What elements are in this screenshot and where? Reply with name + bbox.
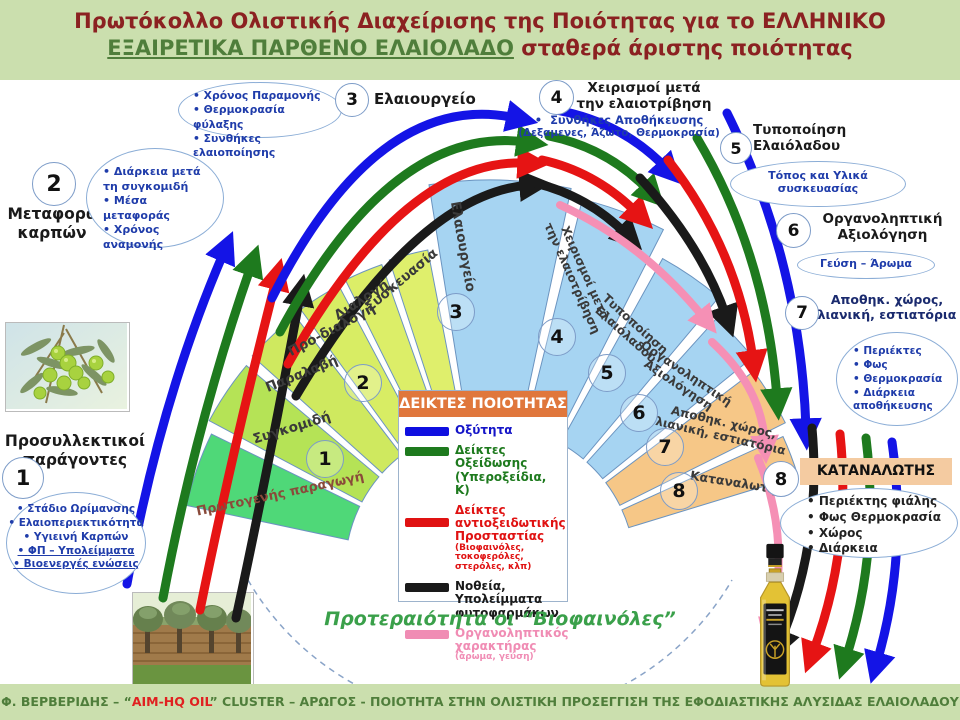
stage-4-circle: 4 bbox=[539, 80, 574, 115]
slide-title-line2: ΕΞΑΙΡΕΤΙΚΑ ΠΑΡΘΕΝΟ ΕΛΑΙΟΛΑΔΟ σταθερά άρι… bbox=[0, 35, 960, 62]
stage-1-circle: 1 bbox=[2, 457, 44, 499]
stage-6-bubble: Γεύση – Άρωμα bbox=[797, 251, 935, 279]
stage-4-bullet-1: • Συνθήκες Αποθήκευσης bbox=[534, 113, 704, 127]
olive-oil-bottle-photo bbox=[746, 542, 804, 688]
stage-3-label: Ελαιουργείο bbox=[374, 90, 476, 108]
quality-indicators-legend: ΔΕΙΚΤΕΣ ΠΟΙΟΤΗΤΑΣ Οξύτητα Δείκτες Οξείδω… bbox=[398, 390, 568, 662]
process-wheel bbox=[186, 179, 799, 541]
stage-4-notes: • Συνθήκες Αποθήκευσης (Δεξαμενες, Άζωτο… bbox=[516, 113, 722, 139]
legend-bar-red bbox=[405, 517, 449, 527]
slide-title-highlight: ΕΞΑΙΡΕΤΙΚΑ ΠΑΡΘΕΝΟ ΕΛΑΙΟΛΑΔΟ bbox=[107, 36, 514, 61]
legend-item-adulteration: Νοθεία, Υπολείμματα φυτοφαρμάκων bbox=[405, 580, 563, 620]
stage-7-bubble: Περιέκτες Φως Θερμοκρασία Διάρκεια αποθή… bbox=[836, 332, 958, 426]
footer-band: Φ. ΒΕΡΒΕΡΙΔΗΣ – “AIM-HQ OIL” CLUSTER – Α… bbox=[0, 684, 960, 720]
legend-bar-green bbox=[405, 447, 449, 457]
priority-note: Προτεραιότητα οι “Βιοφαινόλες” bbox=[324, 608, 676, 630]
stage-3-bullets: Χρόνος Παραμονής Θερμοκρασία φύλαξης Συν… bbox=[193, 89, 335, 160]
stage-5-note: Τόπος και Υλικά συσκευασίας bbox=[768, 169, 868, 195]
consumer-header-box: ΚΑΤΑΝΑΛΩΤΗΣ bbox=[800, 458, 952, 485]
legend-item-oxidation: Δείκτες Οξείδωσης (Υπεροξείδια, Κ) bbox=[405, 444, 563, 497]
legend-item-organoleptic: Οργανοληπτικός χαρακτήρας (άρωμα, γεύση) bbox=[405, 626, 568, 663]
wheel-number-7: 7 bbox=[646, 428, 684, 466]
stage-5-label: Τυποποίηση Ελαιόλαδου bbox=[753, 122, 847, 155]
stage-6-label: Οργανοληπτική Αξιολόγηση bbox=[822, 211, 943, 244]
legend-header: ΔΕΙΚΤΕΣ ΠΟΙΟΤΗΤΑΣ bbox=[399, 391, 567, 417]
stage-5-circle: 5 bbox=[720, 132, 752, 164]
title-band: Πρωτόκολλο Ολιστικής Διαχείρισης της Ποι… bbox=[0, 0, 960, 80]
stage-2-label: Μεταφορά καρπών bbox=[7, 205, 97, 242]
legend-bar-blue bbox=[405, 427, 449, 436]
wheel-number-1: 1 bbox=[306, 440, 344, 478]
legend-bar-black bbox=[405, 583, 449, 593]
wheel-number-3: 3 bbox=[437, 293, 475, 331]
legend-item-acidity: Οξύτητα bbox=[405, 423, 563, 437]
stage-7-label: Αποθηκ. χώρος, λιανική, εστιατόρια bbox=[817, 292, 957, 322]
stage-1-bubble: Στάδιο Ωρίμανσης Ελαιοπεριεκτικότητα Υγι… bbox=[6, 492, 146, 594]
wheel-number-4: 4 bbox=[538, 318, 576, 356]
wheel-number-6: 6 bbox=[620, 394, 658, 432]
wheel-number-2: 2 bbox=[344, 364, 382, 402]
stage-2-circle: 2 bbox=[32, 162, 76, 206]
stage-2-bullets: Διάρκεια μετά τη συγκομιδή Μέσα μεταφορά… bbox=[103, 165, 213, 252]
footer-credit: Φ. ΒΕΡΒΕΡΙΔΗΣ – “AIM-HQ OIL” CLUSTER – Α… bbox=[1, 694, 959, 709]
stage-7-bullets: Περιέκτες Φως Θερμοκρασία Διάρκεια αποθή… bbox=[853, 345, 953, 414]
stage-8-bubble: Περιέκτης φιάλης Φως Θερμοκρασία Χώρος Δ… bbox=[780, 488, 958, 558]
legend-bar-pink bbox=[405, 629, 449, 639]
stage-3-circle: 3 bbox=[335, 83, 369, 117]
stage-5-bubble: Τόπος και Υλικά συσκευασίας bbox=[730, 161, 906, 207]
footer-cluster-name: AIM-HQ OIL bbox=[131, 694, 210, 709]
olive-grove-photo bbox=[132, 592, 254, 687]
stage-2-bubble: Διάρκεια μετά τη συγκομιδή Μέσα μεταφορά… bbox=[86, 148, 224, 251]
stage-6-circle: 6 bbox=[776, 213, 811, 248]
stage-1-label: Προσυλλεκτικοί παράγοντες bbox=[4, 432, 146, 469]
stage-4-label: Χειρισμοί μετά την ελαιοτρίβηση bbox=[576, 80, 712, 113]
olive-branch-photo bbox=[5, 322, 130, 412]
stage-7-circle: 7 bbox=[785, 296, 819, 330]
stage-3-bubble: Χρόνος Παραμονής Θερμοκρασία φύλαξης Συν… bbox=[178, 82, 342, 159]
stage-4-bullet-2: (Δεξαμενες, Άζωτο, Θερμοκρασία) bbox=[518, 127, 720, 139]
wheel-number-5: 5 bbox=[588, 354, 626, 392]
dashed-circle-arc bbox=[247, 579, 733, 720]
slide-title-rest: σταθερά άριστης ποιότητας bbox=[513, 36, 853, 61]
stage-8-bullets: Περιέκτης φιάλης Φως Θερμοκρασία Χώρος Δ… bbox=[807, 494, 953, 557]
wheel-number-8: 8 bbox=[660, 472, 698, 510]
legend-item-antioxidant: Δείκτες αντιοξειδωτικής Προσταστίας (Βιο… bbox=[405, 503, 566, 573]
stage-1-bullets: Στάδιο Ωρίμανσης Ελαιοπεριεκτικότητα Υγι… bbox=[7, 503, 145, 572]
slide-title-line1: Πρωτόκολλο Ολιστικής Διαχείρισης της Ποι… bbox=[74, 9, 886, 33]
stage-8-circle: 8 bbox=[763, 461, 799, 497]
